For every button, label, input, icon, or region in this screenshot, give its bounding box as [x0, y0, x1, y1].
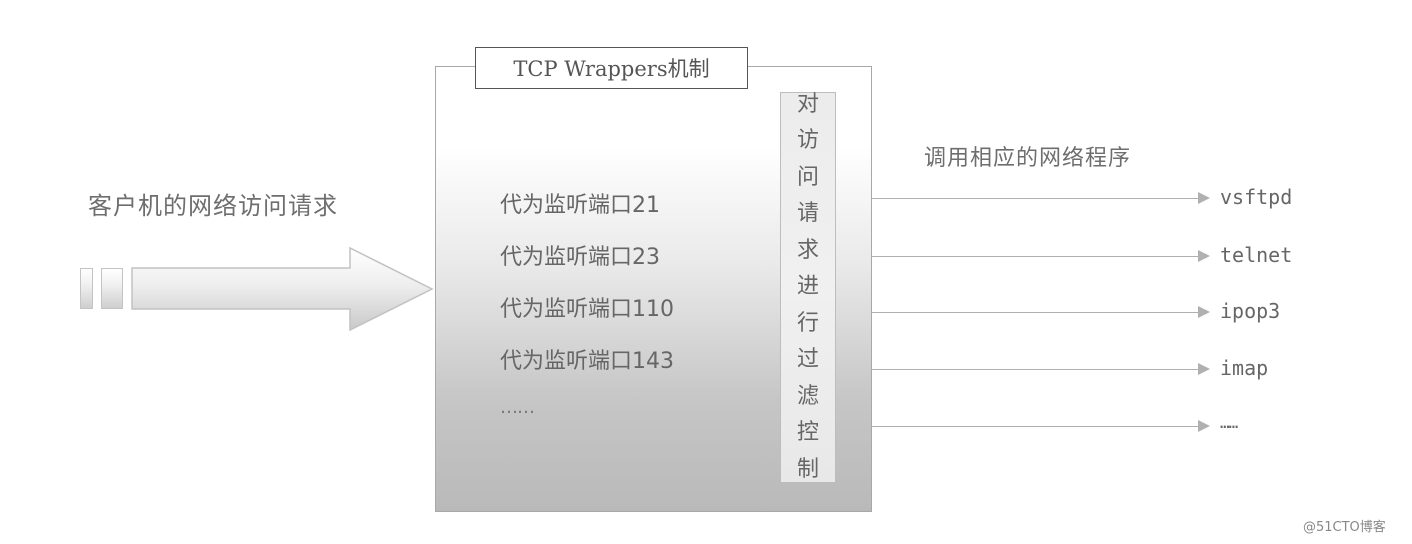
- programs-label: 调用相应的网络程序: [924, 146, 1132, 171]
- filter-label-char: 过: [796, 347, 819, 373]
- listen-port-item: 代为监听端口21: [500, 193, 660, 218]
- tcp-wrappers-title: TCP Wrappers机制: [475, 47, 748, 89]
- arrow-head-icon: [1198, 192, 1210, 204]
- filter-label-char: 请: [796, 201, 819, 227]
- filter-label-char: 行: [796, 310, 819, 336]
- program-name: ipop3: [1220, 299, 1281, 323]
- program-name-ellipsis: ……: [1220, 413, 1238, 432]
- arrow-head-icon: [1198, 420, 1210, 432]
- filter-label-char: 对: [796, 91, 819, 117]
- program-arrow-line: [872, 369, 1202, 370]
- client-request-label: 客户机的网络访问请求: [88, 192, 338, 220]
- watermark: @51CTO博客: [1303, 520, 1386, 535]
- request-arrow-tail-segment-1: [80, 268, 93, 309]
- filter-label-char: 求: [796, 237, 819, 263]
- access-filter-box: 对 访 问 请 求 进 行 过 滤 控 制: [780, 92, 836, 483]
- program-arrow-line: [872, 312, 1202, 313]
- program-name: telnet: [1220, 243, 1293, 267]
- filter-label-char: 制: [796, 456, 819, 482]
- request-arrow-tail-segment-2: [101, 268, 123, 309]
- filter-label-char: 问: [796, 164, 819, 190]
- filter-label-char: 控: [796, 420, 819, 446]
- filter-label-char: 滤: [796, 383, 819, 409]
- listen-port-item: 代为监听端口23: [500, 245, 660, 270]
- listen-port-item: 代为监听端口143: [500, 349, 674, 374]
- program-name: vsftpd: [1220, 185, 1293, 209]
- program-name: imap: [1220, 356, 1269, 380]
- filter-label-char: 进: [796, 274, 819, 300]
- arrow-head-icon: [1198, 363, 1210, 375]
- arrow-head-icon: [1198, 250, 1210, 262]
- listen-port-item: 代为监听端口110: [500, 297, 674, 322]
- arrow-head-icon: [1198, 306, 1210, 318]
- filter-label-char: 访: [796, 128, 819, 154]
- listen-port-list: 代为监听端口21 代为监听端口23 代为监听端口110 代为监听端口143 ……: [500, 180, 674, 428]
- program-arrow-line: [872, 426, 1202, 427]
- program-arrow-line: [872, 256, 1202, 257]
- program-arrow-line: [872, 198, 1202, 199]
- request-arrow-icon: [131, 246, 434, 332]
- listen-port-ellipsis: ……: [500, 397, 535, 418]
